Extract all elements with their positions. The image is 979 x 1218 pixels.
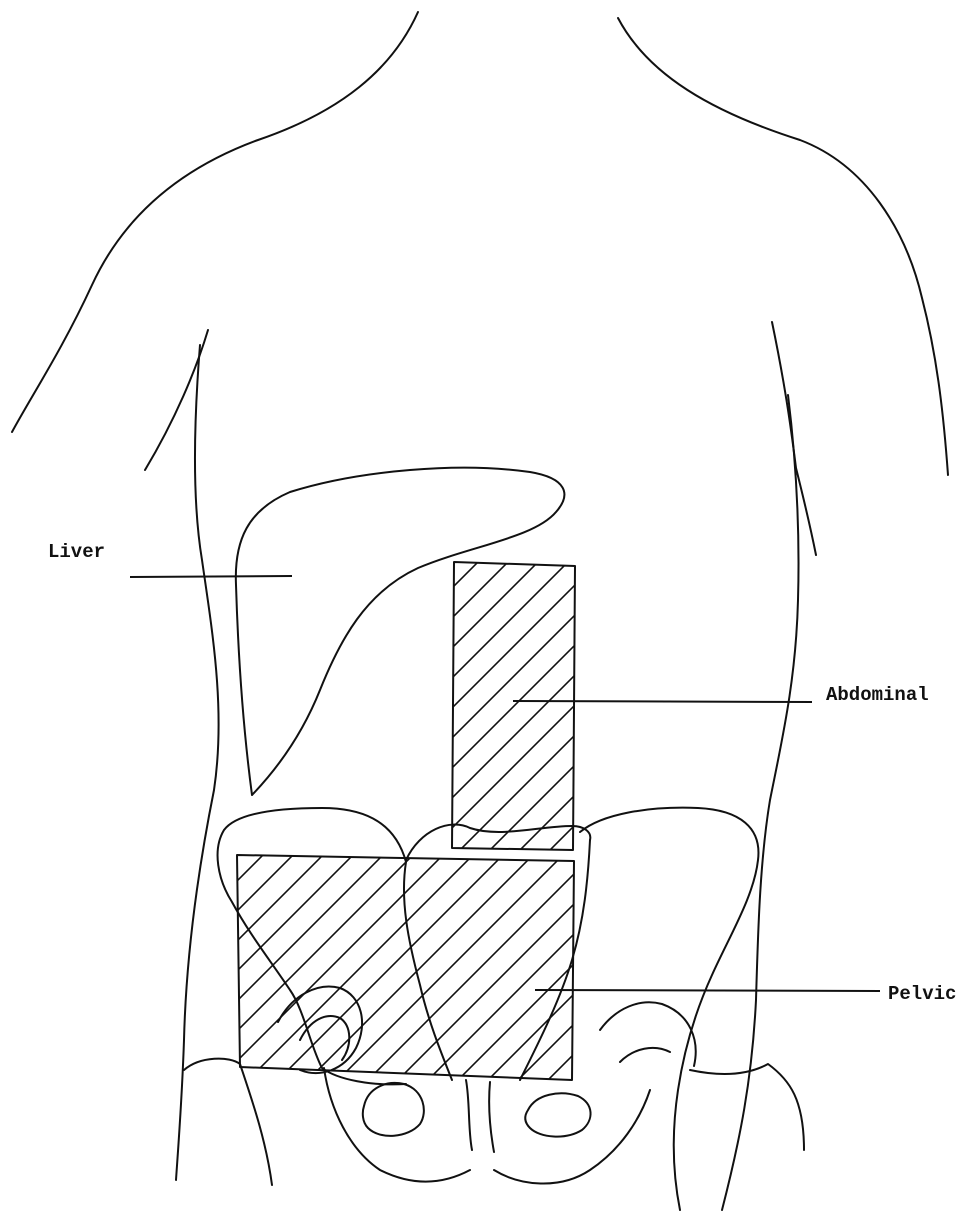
obturator-left <box>525 1093 590 1136</box>
hatch-line <box>246 853 475 1082</box>
left-shoulder-outline <box>12 12 418 432</box>
pelvic-field <box>6 853 979 1082</box>
femoral-head-left <box>620 1048 670 1062</box>
abdominal-leader-line <box>513 701 812 702</box>
hatch-line <box>276 853 505 1082</box>
hatch-line <box>606 853 835 1082</box>
left-flank-outline <box>176 345 219 1180</box>
sacrum-outline <box>404 840 590 1080</box>
right-hip-joint-inner <box>300 1016 349 1060</box>
hatch-line <box>576 853 805 1082</box>
liver-leader-line <box>130 576 292 577</box>
pelvic-hatching <box>6 853 979 1082</box>
hatch-line <box>66 853 295 1082</box>
hatch-line <box>696 853 925 1082</box>
lower-pelvis-right <box>184 1059 272 1185</box>
lower-pelvis-left <box>690 1064 804 1150</box>
hatch-line <box>216 853 445 1082</box>
hatch-line <box>546 853 775 1082</box>
hatch-line <box>636 853 865 1082</box>
right-hip-joint <box>278 987 362 1073</box>
right-arm-inner-line <box>772 322 816 555</box>
hatch-line <box>366 853 595 1082</box>
hatch-line <box>338 560 630 852</box>
liver-label: Liver <box>48 541 105 563</box>
pubic-arch <box>324 1068 650 1184</box>
right-shoulder-outline <box>618 18 948 475</box>
hatch-line <box>516 853 745 1082</box>
hatch-line <box>396 853 625 1082</box>
hatch-line <box>668 560 960 852</box>
pelvis-outline <box>184 808 804 1210</box>
left-ilium-outline <box>580 808 758 1210</box>
abdominal-hatching <box>158 560 979 852</box>
hatch-line <box>818 560 979 852</box>
hatch-line <box>156 853 385 1082</box>
hatch-line <box>786 853 979 1082</box>
hatch-line <box>306 853 535 1082</box>
abdominal-label: Abdominal <box>826 684 929 706</box>
hatch-line <box>398 560 690 852</box>
hatch-line <box>96 853 325 1082</box>
hatch-line <box>218 560 510 852</box>
pelvic-label: Pelvic <box>888 983 956 1005</box>
right-flank-outline <box>722 395 799 1210</box>
hatch-line <box>6 853 235 1082</box>
hatch-line <box>848 560 979 852</box>
hatch-line <box>728 560 979 852</box>
hatch-line <box>426 853 655 1082</box>
pelvic-leader-line <box>535 990 880 991</box>
hatch-line <box>666 853 895 1082</box>
torso-outline <box>12 12 948 1210</box>
hatch-line <box>186 853 415 1082</box>
pubic-symphysis-left <box>489 1082 494 1152</box>
abdominal-field <box>158 560 979 852</box>
hatch-line <box>758 560 979 852</box>
hatch-line <box>756 853 979 1082</box>
hatch-line <box>698 560 979 852</box>
liver-outline <box>236 468 565 795</box>
pelvic-field-border <box>237 855 574 1080</box>
hatch-line <box>788 560 979 852</box>
hatch-line <box>578 560 870 852</box>
hatch-line <box>336 853 565 1082</box>
hatch-line <box>486 853 715 1082</box>
pubic-symphysis-right <box>466 1080 472 1150</box>
right-ilium-outline <box>218 808 406 1084</box>
obturator-right <box>363 1083 424 1136</box>
hatch-line <box>36 853 265 1082</box>
left-hip-joint <box>600 1002 696 1066</box>
hatch-line <box>488 560 780 852</box>
hatch-line <box>368 560 660 852</box>
